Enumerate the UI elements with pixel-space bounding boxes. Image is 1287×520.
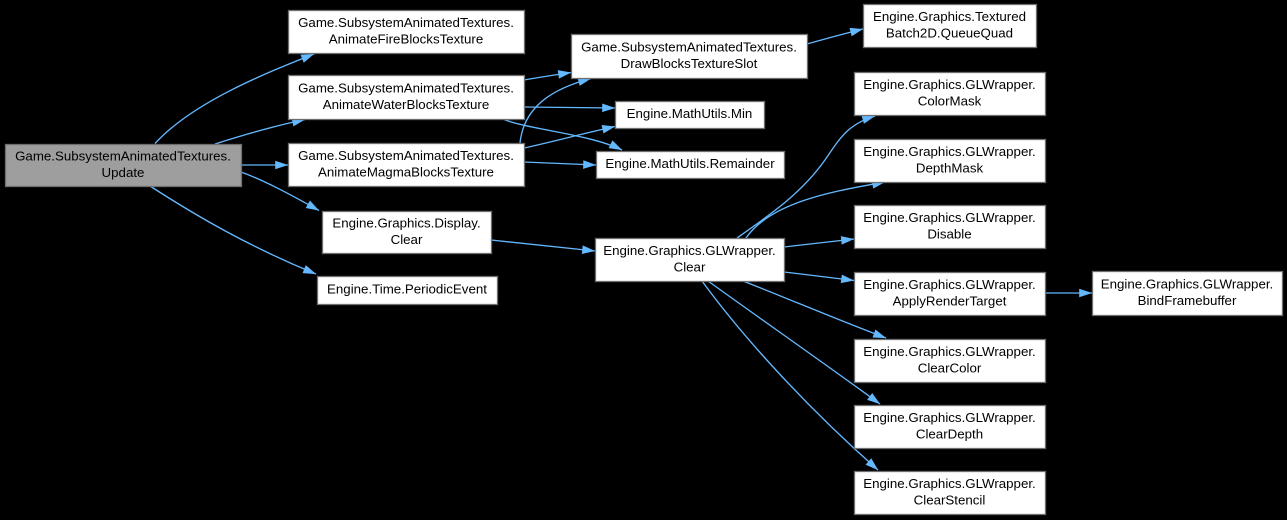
svg-text:ClearColor: ClearColor	[918, 360, 982, 375]
svg-text:Engine.Graphics.Display.: Engine.Graphics.Display.	[332, 216, 480, 231]
svg-text:Engine.Graphics.GLWrapper.: Engine.Graphics.GLWrapper.	[863, 144, 1035, 159]
svg-text:Engine.Graphics.Textured: Engine.Graphics.Textured	[873, 9, 1026, 24]
svg-text:Game.SubsystemAnimatedTextures: Game.SubsystemAnimatedTextures.	[298, 15, 514, 30]
svg-text:Engine.Graphics.GLWrapper.: Engine.Graphics.GLWrapper.	[863, 210, 1035, 225]
svg-text:DrawBlocksTextureSlot: DrawBlocksTextureSlot	[621, 56, 758, 71]
svg-text:AnimateWaterBlocksTexture: AnimateWaterBlocksTexture	[323, 97, 490, 112]
svg-text:Clear: Clear	[674, 259, 706, 274]
svg-text:AnimateFireBlocksTexture: AnimateFireBlocksTexture	[329, 31, 483, 46]
svg-text:Clear: Clear	[391, 232, 423, 247]
svg-text:Engine.Graphics.GLWrapper.: Engine.Graphics.GLWrapper.	[863, 344, 1035, 359]
svg-text:ColorMask: ColorMask	[918, 93, 982, 108]
svg-text:BindFramebuffer: BindFramebuffer	[1138, 293, 1237, 308]
svg-text:DepthMask: DepthMask	[916, 160, 984, 175]
svg-text:Game.SubsystemAnimatedTextures: Game.SubsystemAnimatedTextures.	[298, 81, 514, 96]
svg-text:Engine.Time.PeriodicEvent: Engine.Time.PeriodicEvent	[327, 282, 487, 297]
svg-text:ClearStencil: ClearStencil	[914, 492, 986, 507]
svg-text:ApplyRenderTarget: ApplyRenderTarget	[893, 293, 1007, 308]
svg-text:Batch2D.QueueQuad: Batch2D.QueueQuad	[886, 25, 1013, 40]
svg-text:Disable: Disable	[927, 226, 971, 241]
svg-text:Engine.MathUtils.Min: Engine.MathUtils.Min	[627, 106, 753, 121]
svg-text:Game.SubsystemAnimatedTextures: Game.SubsystemAnimatedTextures.	[581, 40, 797, 55]
svg-text:Update: Update	[102, 165, 145, 180]
svg-text:Engine.MathUtils.Remainder: Engine.MathUtils.Remainder	[605, 156, 775, 171]
svg-text:AnimateMagmaBlocksTexture: AnimateMagmaBlocksTexture	[318, 164, 494, 179]
svg-text:Engine.Graphics.GLWrapper.: Engine.Graphics.GLWrapper.	[863, 77, 1035, 92]
svg-text:Game.SubsystemAnimatedTextures: Game.SubsystemAnimatedTextures.	[15, 149, 231, 164]
svg-text:Engine.Graphics.GLWrapper.: Engine.Graphics.GLWrapper.	[603, 243, 775, 258]
svg-text:Engine.Graphics.GLWrapper.: Engine.Graphics.GLWrapper.	[863, 476, 1035, 491]
svg-text:Engine.Graphics.GLWrapper.: Engine.Graphics.GLWrapper.	[1101, 277, 1273, 292]
svg-text:Engine.Graphics.GLWrapper.: Engine.Graphics.GLWrapper.	[863, 410, 1035, 425]
svg-text:Engine.Graphics.GLWrapper.: Engine.Graphics.GLWrapper.	[863, 277, 1035, 292]
svg-text:Game.SubsystemAnimatedTextures: Game.SubsystemAnimatedTextures.	[298, 148, 514, 163]
svg-text:ClearDepth: ClearDepth	[916, 426, 983, 441]
